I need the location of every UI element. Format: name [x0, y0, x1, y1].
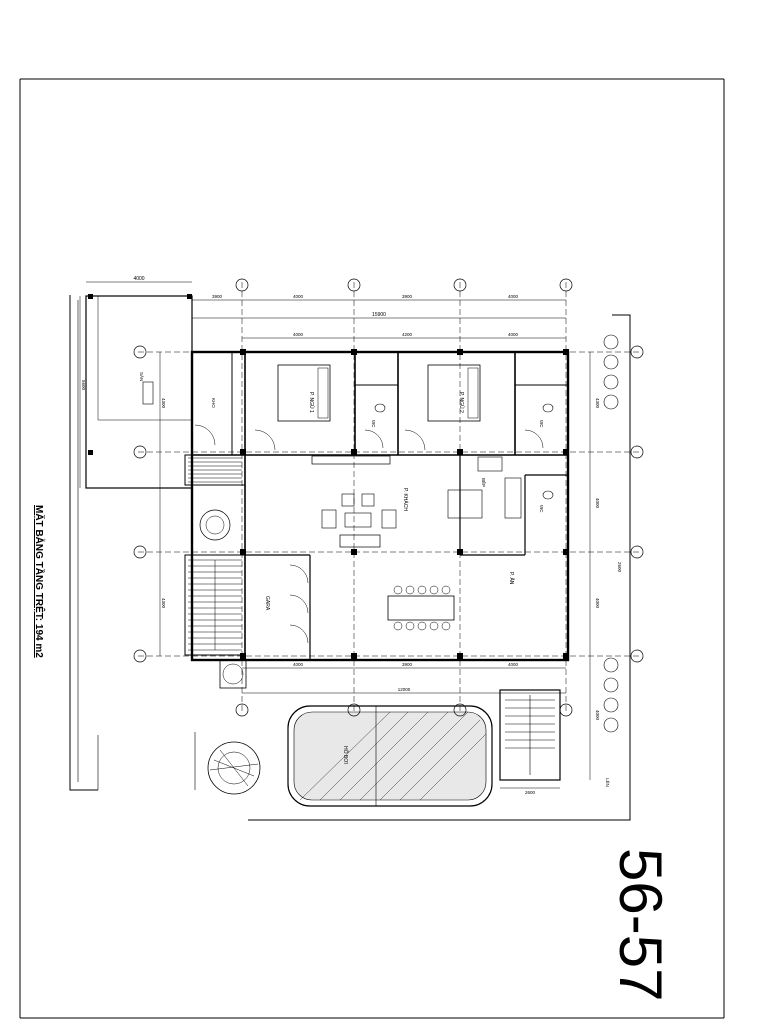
pool [287, 705, 493, 807]
dim-room-depth-2: 4300 [161, 598, 166, 609]
room-wc-3: WC [539, 505, 544, 513]
shrub-row [603, 334, 619, 733]
room-stair-up: LÊN [605, 778, 612, 787]
sheet-frame [19, 78, 725, 1019]
room-labels: P. NGỦ 1 P. NGỦ 2 WC WC WC P. KHÁCH P. Ă… [139, 372, 612, 787]
dining-table-icon [387, 585, 455, 631]
dim-top-seg-3: 3900 [402, 294, 413, 299]
grid-axes [138, 282, 640, 712]
main-stair [184, 454, 246, 656]
dim-right-4: 4000 [595, 710, 600, 721]
dim-bottom-seg-1: 4000 [293, 662, 304, 667]
dim-inner-seg-3: 4000 [508, 332, 519, 337]
dim-room-depth-1: 4300 [161, 398, 166, 409]
dim-bottom-overall: 12000 [398, 687, 411, 692]
dim-inner-seg-2: 4200 [402, 332, 413, 337]
dim-right-3: 4000 [595, 598, 600, 609]
bed-icon [277, 364, 481, 422]
grid-bubbles [133, 278, 644, 717]
dim-top-overall: 15900 [372, 312, 386, 318]
sofa-set-icon [311, 455, 397, 548]
site-boundary [69, 295, 631, 821]
dim-top-seg-1: 3900 [212, 294, 223, 299]
room-bedroom-1: P. NGỦ 1 [308, 392, 315, 413]
dim-terrace-depth: 5600 [81, 380, 86, 391]
dimension-lines [79, 281, 591, 789]
room-pool: HỒ BƠI [342, 746, 349, 764]
dim-top-seg-2: 4000 [293, 294, 304, 299]
planter-icon [219, 659, 247, 689]
dim-right-5: 2600 [617, 562, 622, 573]
dim-inner-seg-1: 4000 [293, 332, 304, 337]
dim-stair-width: 2600 [525, 790, 536, 795]
room-storage: KHO [211, 398, 216, 408]
dim-right-2: 4000 [595, 498, 600, 509]
room-living: P. KHÁCH [402, 488, 409, 511]
dim-right-1: 4300 [595, 398, 600, 409]
sheet-number: 56-57 [607, 848, 674, 1001]
toilet-icon [374, 403, 554, 500]
room-wc-1: WC [371, 420, 376, 428]
dim-bottom-seg-2: 3900 [402, 662, 413, 667]
dim-top-seg-4: 4000 [508, 294, 519, 299]
room-dining: P. ĂN [508, 572, 515, 585]
left-terrace [85, 295, 193, 489]
dimension-texts: 4000 15900 3900 4000 3900 4000 4000 4200… [81, 276, 622, 795]
room-kitchen: BẾP [481, 478, 487, 487]
room-garage: GARA [264, 596, 270, 611]
drawing-title: MẶT BẰNG TẦNG TRỆT: 194 m2 [33, 505, 46, 658]
room-drive: SÂN [139, 372, 145, 381]
room-wc-2: WC [539, 420, 544, 428]
back-stair [499, 689, 561, 781]
columns [88, 294, 569, 659]
tree-icon [207, 741, 261, 795]
floor-plan: 4000 15900 3900 4000 3900 4000 4000 4200… [69, 276, 644, 821]
house-walls [190, 350, 570, 662]
door-swings [194, 424, 544, 644]
room-bedroom-2: P. NGỦ 2 [458, 392, 465, 413]
dim-bottom-seg-3: 4000 [508, 662, 519, 667]
dim-left-block: 4000 [133, 276, 144, 282]
kitchen-counter-icon [447, 456, 522, 519]
